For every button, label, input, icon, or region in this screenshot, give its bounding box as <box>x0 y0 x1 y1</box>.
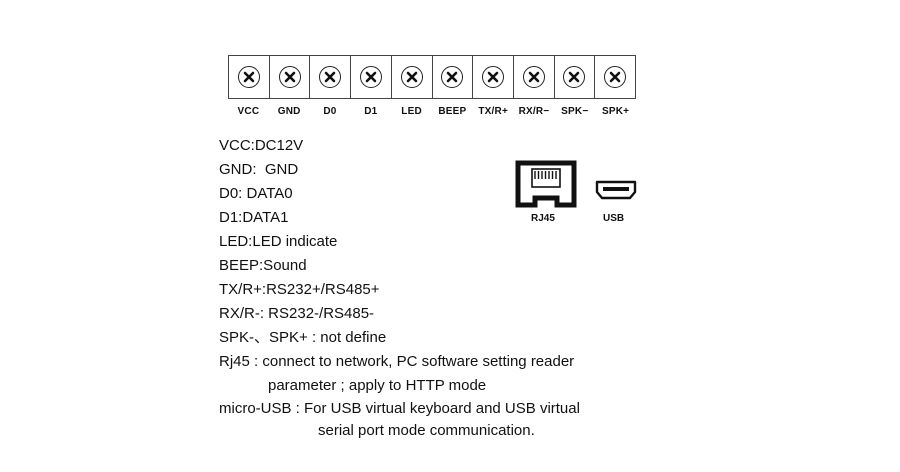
desc-rj45-line1: Rj45 : connect to network, PC software s… <box>219 353 575 370</box>
pin-label-spk-minus: SPK− <box>561 106 589 117</box>
screw-icon <box>482 66 505 88</box>
pin-label-led: LED <box>401 106 422 117</box>
micro-usb-port-icon <box>594 179 638 206</box>
desc-d0: D0: DATA0 <box>219 185 293 202</box>
pin-label-tx: TX/R+ <box>478 106 508 117</box>
terminal-cell-spk-minus <box>555 56 596 98</box>
screw-icon <box>278 66 301 88</box>
pin-label-rx: RX/R− <box>518 106 550 117</box>
desc-d1: D1:DATA1 <box>219 209 289 226</box>
rj45-port-icon <box>515 160 577 213</box>
desc-usb-line1: micro-USB : For USB virtual keyboard and… <box>219 400 580 417</box>
pin-labels: VCC GND D0 D1 LED BEEP TX/R+ RX/R− SPK− … <box>228 106 636 117</box>
terminal-cell-rx <box>514 56 555 98</box>
screw-icon <box>522 66 545 88</box>
desc-tx: TX/R+:RS232+/RS485+ <box>219 281 380 298</box>
screw-icon <box>563 66 586 88</box>
rj45-label: RJ45 <box>531 213 555 224</box>
pin-label-gnd: GND <box>277 106 301 117</box>
screw-icon <box>319 66 342 88</box>
screw-icon <box>604 66 627 88</box>
screw-icon <box>237 66 260 88</box>
terminal-cell-led <box>392 56 433 98</box>
desc-rx: RX/R-: RS232-/RS485- <box>219 305 375 322</box>
pin-label-d0: D0 <box>323 106 337 117</box>
usb-label: USB <box>603 213 625 224</box>
desc-led: LED:LED indicate <box>219 233 338 250</box>
screw-icon <box>359 66 382 88</box>
terminal-cell-gnd <box>270 56 311 98</box>
desc-usb-line2: serial port mode communication. <box>318 422 535 439</box>
desc-spk: SPK-、SPK+ : not define <box>219 329 387 346</box>
terminal-cell-d0 <box>310 56 352 98</box>
desc-rj45-line2: parameter ; apply to HTTP mode <box>268 377 487 394</box>
desc-vcc: VCC:DC12V <box>219 137 304 154</box>
pin-label-beep: BEEP <box>438 106 467 117</box>
terminal-cell-d1 <box>351 56 392 98</box>
pin-label-d1: D1 <box>364 106 378 117</box>
terminal-cell-vcc <box>229 56 270 98</box>
terminal-cell-spk-plus <box>595 56 635 98</box>
pin-label-spk-plus: SPK+ <box>601 106 630 117</box>
terminal-cell-tx <box>473 56 514 98</box>
pin-description-list: VCC:DC12V GND: GND D0: DATA0 D1:DATA1 LE… <box>219 134 580 442</box>
desc-gnd: GND: GND <box>219 161 299 178</box>
terminal-cell-beep <box>433 56 474 98</box>
screw-icon <box>400 66 423 88</box>
pin-label-vcc: VCC <box>237 106 260 117</box>
desc-beep: BEEP:Sound <box>219 257 307 274</box>
screw-icon <box>441 66 464 88</box>
terminal-block <box>228 55 636 99</box>
